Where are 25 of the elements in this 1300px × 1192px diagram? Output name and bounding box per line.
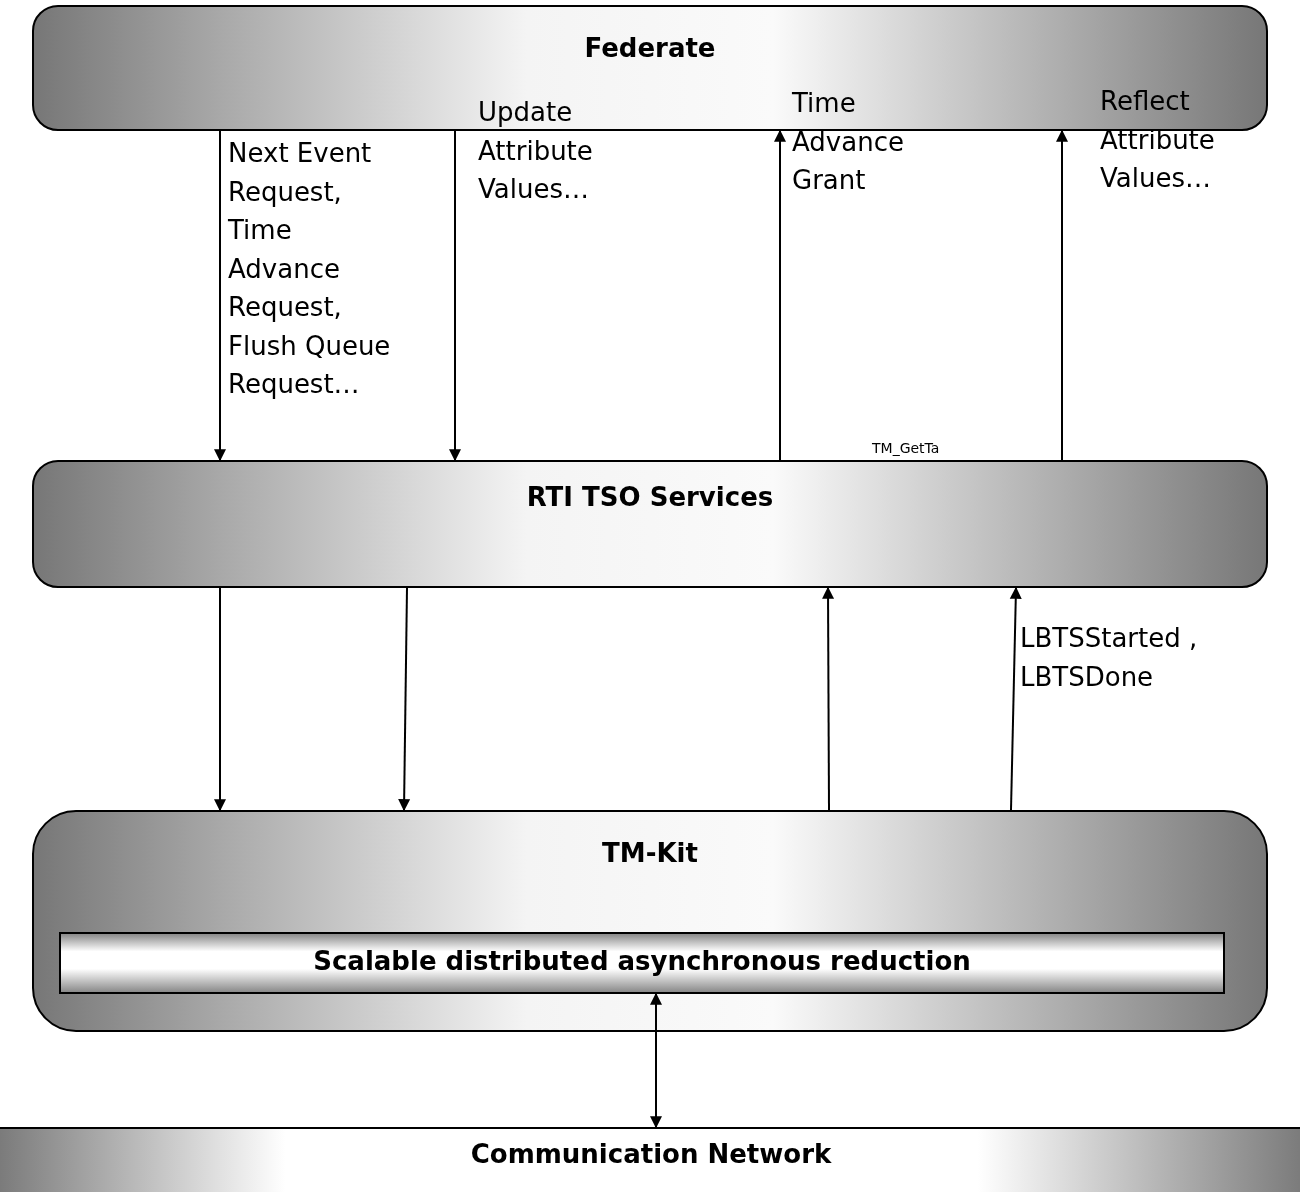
arrow [1009,586,1022,811]
layer-title: Communication Network [469,1139,833,1169]
edge-label: LBTSStarted , LBTSDone [1020,622,1199,694]
layer-box [32,5,1268,131]
layer-title: TM-Kit [601,838,699,868]
edge-label: Next Event Request, Time Advance Request, Flush Queue Request… [228,137,392,401]
edge-label: Reflect Attribute Values… [1100,85,1216,195]
edge-label: Time Advance Grant [792,87,905,197]
arrow [650,992,662,1129]
layer-box [32,460,1268,588]
layer-title: Scalable distributed asynchronous reduction [312,946,972,976]
layer-title: RTI TSO Services [525,482,775,512]
reduction-bar [59,932,1225,994]
arrow [1056,129,1068,461]
layer-title: Federate [583,33,717,63]
arrow [774,129,786,461]
arrow [214,587,226,812]
arrow [449,130,461,462]
arrow [214,130,226,462]
layer-box [32,810,1268,1032]
arrow [822,586,835,811]
edge-label: Update Attribute Values… [478,96,594,206]
note-text: TM_GetTa [872,440,940,456]
network-bar [0,1127,1300,1192]
arrow [398,587,411,812]
